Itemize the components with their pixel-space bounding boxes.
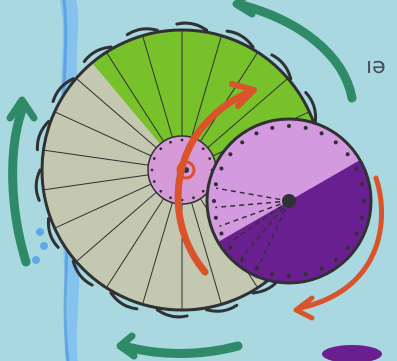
rim-dot xyxy=(334,258,338,262)
rim-dot xyxy=(304,272,308,276)
teal-arrow-bottom xyxy=(124,346,238,354)
rim-dot xyxy=(214,216,218,220)
rim-dot xyxy=(360,182,364,186)
rim-dot xyxy=(360,216,364,220)
rim-dot xyxy=(219,166,223,170)
hub-dot xyxy=(169,196,172,199)
small-wheel-center xyxy=(282,194,296,208)
rim-dot xyxy=(240,258,244,262)
rim-dot xyxy=(320,267,324,271)
small-planet-disc xyxy=(207,119,371,283)
blue-dot xyxy=(40,242,48,250)
rim-dot xyxy=(228,246,232,250)
hub-dot xyxy=(208,157,211,160)
rim-dot xyxy=(212,199,216,203)
rim-dot xyxy=(228,152,232,156)
hub-dot xyxy=(181,139,184,142)
hub-dot xyxy=(169,141,172,144)
rim-dot xyxy=(214,182,218,186)
rim-dot xyxy=(355,166,359,170)
rim-dot xyxy=(240,140,244,144)
hub-dot xyxy=(202,190,205,193)
rim-dot xyxy=(346,246,350,250)
hub-dot xyxy=(192,196,195,199)
hub-dot xyxy=(202,147,205,150)
hub-dot xyxy=(153,157,156,160)
hub-dot xyxy=(159,147,162,150)
rim-dot xyxy=(346,152,350,156)
rim-dot xyxy=(334,140,338,144)
rim-tooth xyxy=(36,170,40,200)
hub-dot xyxy=(151,169,154,172)
teal-arrow-left xyxy=(13,110,26,262)
rim-dot xyxy=(270,272,274,276)
purple-blob xyxy=(322,345,382,361)
rim-dot xyxy=(287,274,291,278)
rim-dot xyxy=(219,232,223,236)
blue-dot xyxy=(32,256,40,264)
marker-label: ıə xyxy=(366,54,386,79)
hub-dot xyxy=(159,190,162,193)
rim-dot xyxy=(320,131,324,135)
rim-dot xyxy=(270,126,274,130)
rim-dot xyxy=(304,126,308,130)
rim-dot xyxy=(287,124,291,128)
hub-dot xyxy=(153,180,156,183)
rim-dot xyxy=(355,232,359,236)
blue-dot xyxy=(36,228,44,236)
rim-dot xyxy=(254,131,258,135)
rim-dot xyxy=(362,199,366,203)
